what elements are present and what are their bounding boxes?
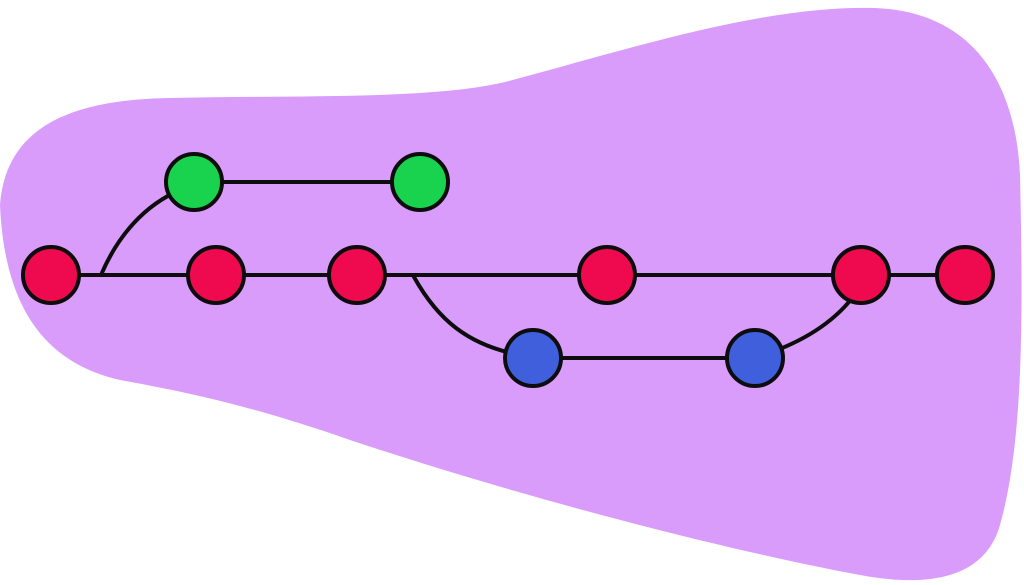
- edge-branch-blue-out: [412, 275, 522, 357]
- commit-main-2: [186, 245, 246, 305]
- background-blob: [0, 7, 1022, 581]
- commit-green-1: [164, 152, 224, 212]
- commit-main-5: [831, 245, 891, 305]
- commit-main-4: [577, 245, 637, 305]
- commit-main-6: [935, 245, 995, 305]
- commit-green-2: [390, 152, 450, 212]
- commit-blue-2: [725, 328, 785, 388]
- commit-nodes: [21, 152, 995, 388]
- commit-main-3: [327, 245, 387, 305]
- commit-main-1: [21, 245, 81, 305]
- commit-blue-1: [503, 328, 563, 388]
